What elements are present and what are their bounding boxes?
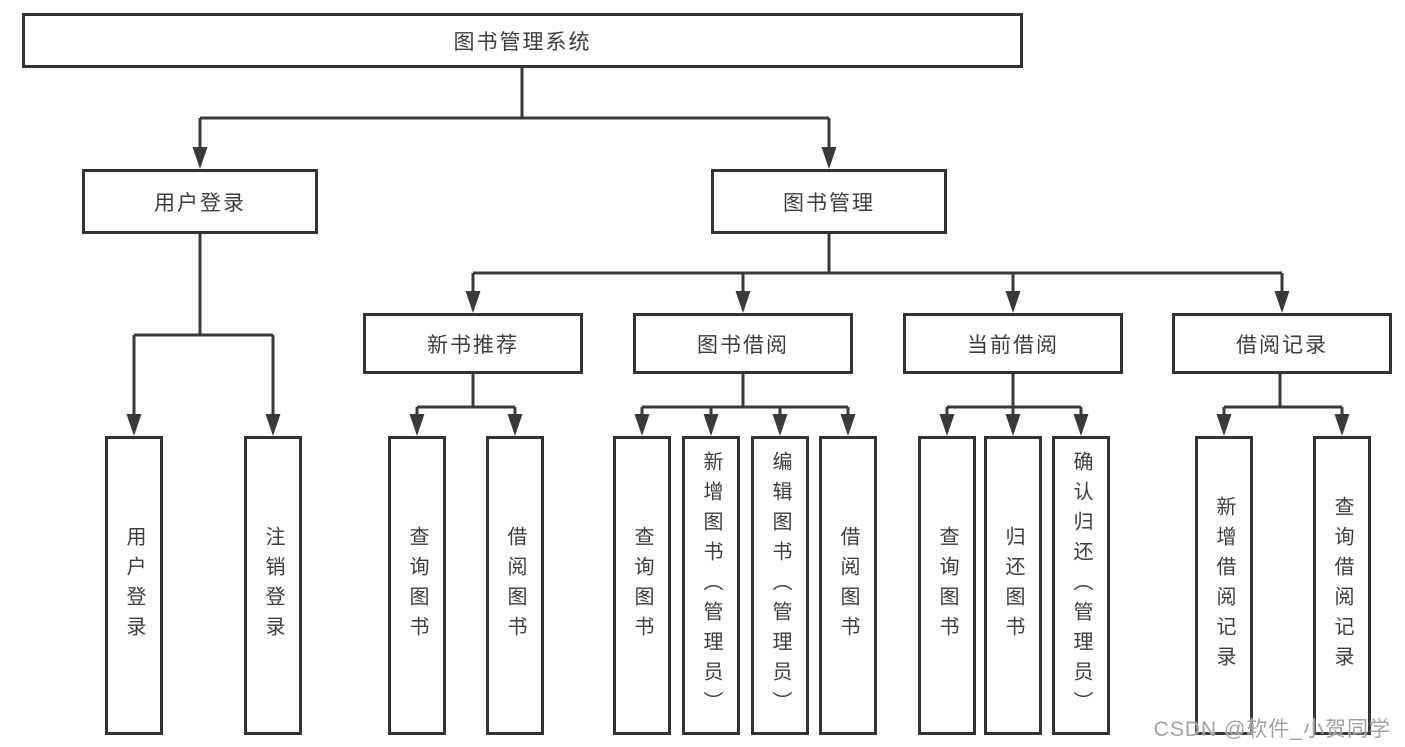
- node-label: 归还图书: [1002, 525, 1024, 646]
- node-label: 确认归还（管理员）: [1070, 450, 1092, 721]
- arrowhead-icon: [126, 414, 142, 436]
- connector-bookmgmt-to-level3: [471, 234, 1284, 294]
- leaf-edit-books-admin: 编辑图书（管理员）: [751, 436, 809, 735]
- node-user-login: 用户登录: [82, 169, 318, 234]
- connector-userlogin-to-leaves: [132, 234, 275, 417]
- connector-newbook-to-leaves: [415, 374, 517, 417]
- leaf-add-books-admin: 新增图书（管理员）: [682, 436, 740, 735]
- arrowhead-icon: [939, 414, 955, 436]
- arrowhead-icon: [507, 414, 523, 436]
- connector-currentborrow-to-leaves: [945, 374, 1083, 417]
- leaf-query-books-borrow: 查询图书: [613, 436, 671, 735]
- node-label: 新书推荐: [427, 333, 519, 357]
- arrowhead-icon: [840, 414, 856, 436]
- arrowhead-icon: [772, 414, 788, 436]
- arrowhead-icon: [1216, 414, 1232, 436]
- node-root-system: 图书管理系统: [22, 13, 1023, 68]
- node-label: 图书管理系统: [453, 30, 592, 54]
- node-label: 查询图书: [936, 525, 958, 646]
- node-label: 查询图书: [406, 525, 428, 646]
- arrowhead-icon: [192, 147, 208, 169]
- node-label: 借阅图书: [504, 525, 526, 646]
- connector-root-to-level2: [198, 68, 831, 150]
- leaf-query-borrow-record: 查询借阅记录: [1313, 436, 1371, 735]
- arrowhead-icon: [1274, 291, 1290, 313]
- arrowhead-icon: [465, 291, 481, 313]
- leaf-return-books: 归还图书: [984, 436, 1042, 735]
- node-label: 用户登录: [123, 525, 145, 646]
- leaf-add-borrow-record: 新增借阅记录: [1195, 436, 1253, 735]
- leaf-borrow-books-recommend: 借阅图书: [486, 436, 544, 735]
- csdn-watermark: CSDN @软件_小贺同学: [1153, 718, 1391, 741]
- node-current-borrow: 当前借阅: [903, 313, 1123, 374]
- node-label: 新增图书（管理员）: [700, 450, 722, 721]
- leaf-confirm-return-admin: 确认归还（管理员）: [1052, 436, 1110, 735]
- node-book-management: 图书管理: [711, 169, 947, 234]
- node-label: 编辑图书（管理员）: [769, 450, 791, 721]
- arrowhead-icon: [1073, 414, 1089, 436]
- arrowhead-icon: [821, 147, 837, 169]
- node-label: 用户登录: [154, 191, 246, 215]
- node-borrow-records: 借阅记录: [1172, 313, 1392, 374]
- leaf-user-login: 用户登录: [105, 436, 163, 735]
- leaf-query-books-recommend: 查询图书: [388, 436, 446, 735]
- node-label: 图书借阅: [697, 333, 789, 357]
- arrowhead-icon: [634, 414, 650, 436]
- node-book-borrow: 图书借阅: [633, 313, 853, 374]
- node-label: 图书管理: [783, 191, 875, 215]
- connector-bookborrow-to-leaves: [640, 374, 850, 417]
- node-label: 新增借阅记录: [1213, 495, 1235, 676]
- node-label: 借阅记录: [1236, 333, 1328, 357]
- node-label: 查询借阅记录: [1331, 495, 1353, 676]
- node-label: 查询图书: [631, 525, 653, 646]
- arrowhead-icon: [703, 414, 719, 436]
- node-new-book-recommend: 新书推荐: [363, 313, 583, 374]
- arrowheads: [126, 147, 1350, 436]
- leaf-logout: 注销登录: [244, 436, 302, 735]
- node-label: 注销登录: [262, 525, 284, 646]
- node-label: 当前借阅: [967, 333, 1059, 357]
- arrowhead-icon: [265, 414, 281, 436]
- arrowhead-icon: [1334, 414, 1350, 436]
- leaf-borrow-books: 借阅图书: [819, 436, 877, 735]
- arrowhead-icon: [1005, 414, 1021, 436]
- leaf-query-books-current: 查询图书: [918, 436, 976, 735]
- arrowhead-icon: [409, 414, 425, 436]
- node-label: 借阅图书: [837, 525, 859, 646]
- arrowhead-icon: [735, 291, 751, 313]
- arrowhead-icon: [1005, 291, 1021, 313]
- connector-records-to-leaves: [1222, 374, 1344, 417]
